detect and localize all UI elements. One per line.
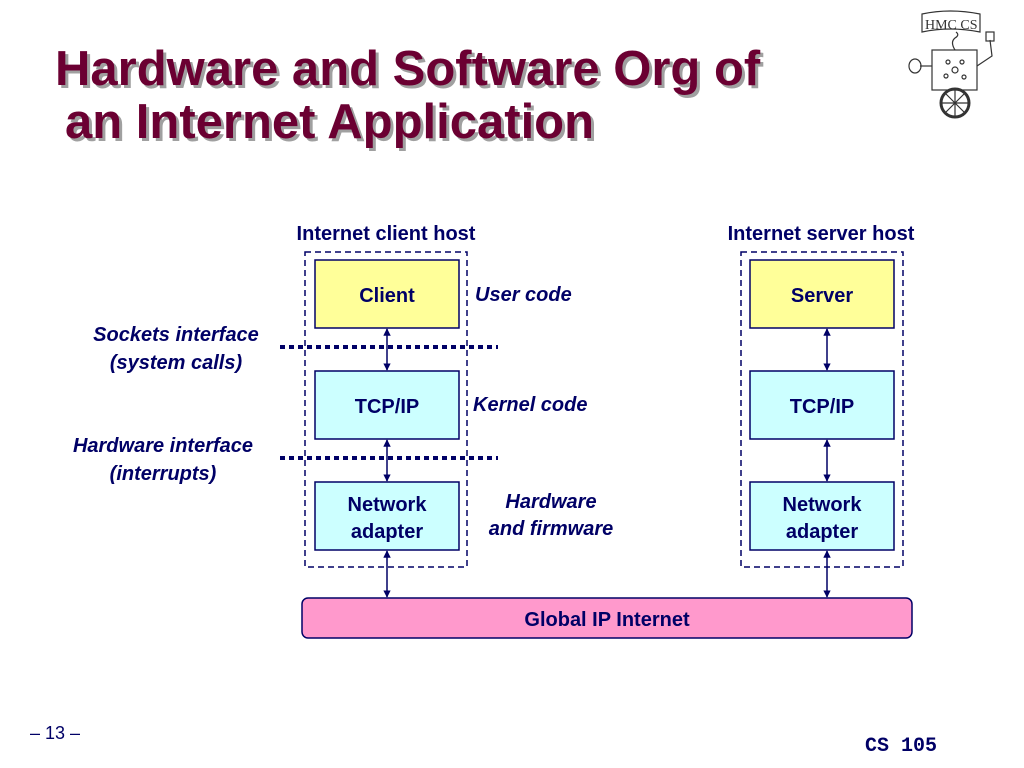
- svg-text:Network: Network: [783, 494, 863, 516]
- client-box: Client: [314, 259, 460, 329]
- client-host-label: Internet client host: [297, 223, 476, 245]
- system-calls-label: (system calls): [110, 352, 243, 374]
- interrupts-label: (interrupts): [110, 463, 217, 485]
- hmc-cs-logo: HMC CS: [908, 10, 995, 119]
- hardware-label: Hardware: [505, 491, 596, 513]
- kernel-code-label: Kernel code: [473, 394, 587, 416]
- server-tcpip-box: TCP/IP: [749, 370, 895, 440]
- svg-text:Client: Client: [359, 285, 415, 307]
- sockets-interface-label: Sockets interface: [93, 324, 259, 346]
- svg-text:adapter: adapter: [351, 521, 423, 543]
- title-line-1: Hardware and Software Org of: [55, 42, 761, 96]
- server-box: Server: [749, 259, 895, 329]
- title-line-2: an Internet Application: [65, 95, 595, 149]
- user-code-label: User code: [475, 284, 572, 306]
- client-tcpip-box: TCP/IP: [314, 370, 460, 440]
- svg-text:Network: Network: [348, 494, 428, 516]
- connection-arrows: [383, 328, 831, 598]
- hardware-interface-label: Hardware interface: [73, 435, 253, 457]
- course-label: CS 105: [865, 735, 937, 758]
- svg-text:TCP/IP: TCP/IP: [355, 396, 419, 418]
- server-host-container: [740, 251, 904, 568]
- client-network-adapter-box: Network adapter: [314, 481, 460, 551]
- page-number: – 13 –: [30, 723, 80, 743]
- server-host-label: Internet server host: [728, 223, 915, 245]
- client-host-container: [304, 251, 468, 568]
- svg-text:Global IP Internet: Global IP Internet: [524, 609, 690, 631]
- svg-text:Server: Server: [791, 285, 853, 307]
- logo-text: HMC CS: [925, 18, 978, 33]
- svg-text:adapter: adapter: [786, 521, 858, 543]
- firmware-label: and firmware: [489, 518, 613, 540]
- svg-text:TCP/IP: TCP/IP: [790, 396, 854, 418]
- global-ip-internet-box: Global IP Internet: [301, 597, 913, 639]
- server-network-adapter-box: Network adapter: [749, 481, 895, 551]
